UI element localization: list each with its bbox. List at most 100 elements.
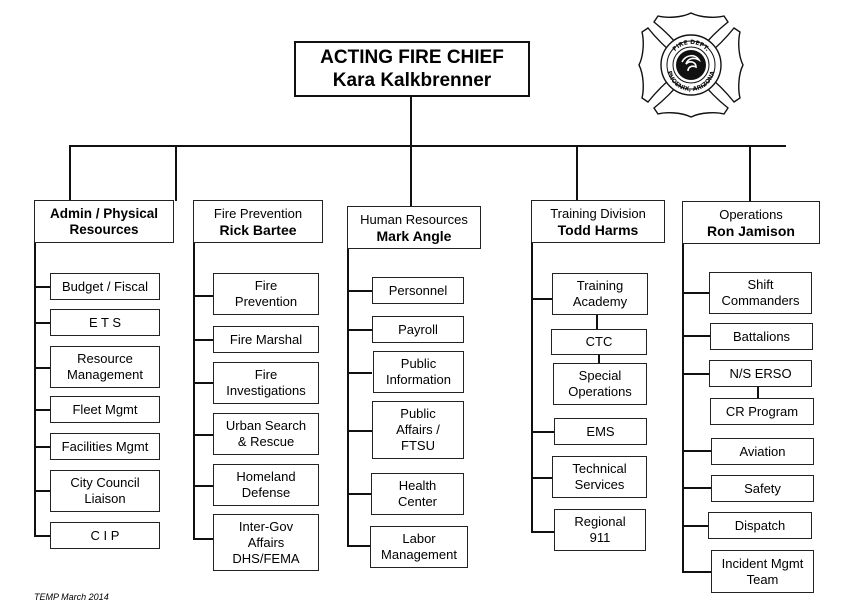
dept-connector-training [576, 145, 578, 201]
unit-inter-gov-affairs: Inter-Gov Affairs DHS/FEMA [213, 514, 319, 571]
unit-connector [193, 295, 213, 297]
unit-label: Personnel [388, 282, 448, 298]
unit-connector [682, 373, 709, 375]
unit-connector [34, 322, 50, 324]
dept-title: Human Resources [360, 211, 468, 227]
unit-connector [531, 431, 554, 433]
unit-label: Affairs / [396, 422, 440, 437]
unit-label: Management [67, 367, 143, 382]
unit-connector [347, 329, 372, 331]
unit-connector [347, 493, 372, 495]
unit-cip: C I P [50, 522, 160, 549]
unit-labor-management: Labor Management [370, 526, 468, 568]
unit-label: Aviation [739, 443, 786, 459]
dept-spine [193, 243, 195, 539]
unit-connector [682, 571, 711, 573]
unit-battalions: Battalions [710, 323, 813, 350]
unit-label: Special [578, 368, 622, 383]
dept-name: Resources [69, 221, 139, 237]
unit-label: CTC [585, 334, 613, 349]
unit-label: Fire [254, 367, 278, 382]
unit-connector [193, 485, 213, 487]
unit-label: Defense [241, 485, 291, 500]
chief-box: ACTING FIRE CHIEF Kara Kalkbrenner [294, 41, 530, 97]
dept-fire-prevention: Fire Prevention Rick Bartee [193, 200, 323, 243]
unit-fire-investigations: Fire Investigations [213, 362, 319, 404]
unit-label: Shift [747, 277, 774, 292]
unit-ns-erso: N/S ERSO [709, 360, 812, 387]
unit-connector [34, 446, 50, 448]
unit-connector [347, 372, 372, 374]
unit-label: CR Program [725, 403, 799, 419]
unit-label: Fire [254, 278, 278, 293]
unit-label: FTSU [401, 438, 435, 453]
unit-personnel: Personnel [372, 277, 464, 304]
unit-label: Safety [744, 480, 781, 496]
dept-connector-operations [749, 145, 751, 201]
chief-title: ACTING FIRE CHIEF [320, 47, 504, 68]
unit-health-center: Health Center [371, 473, 464, 515]
unit-label: Liaison [84, 491, 126, 506]
dept-name: Rick Bartee [219, 221, 297, 238]
unit-connector [682, 525, 709, 527]
sub-connector [598, 355, 600, 363]
unit-connector [682, 450, 711, 452]
unit-technical-services: Technical Services [552, 456, 647, 498]
unit-connector [347, 545, 372, 547]
unit-label: DHS/FEMA [232, 550, 300, 566]
dept-spine [682, 244, 684, 572]
unit-label: Public [400, 406, 436, 421]
unit-dispatch: Dispatch [708, 512, 812, 539]
unit-connector [531, 298, 552, 300]
dept-admin-physical-resources: Admin / Physical Resources [34, 200, 174, 243]
unit-label: Battalions [732, 328, 791, 344]
unit-label: Management [381, 547, 457, 562]
chief-connector [410, 97, 412, 207]
unit-fleet-mgmt: Fleet Mgmt [50, 396, 160, 423]
sub-connector [757, 387, 759, 399]
dept-title: Admin / Physical [49, 205, 159, 221]
unit-label: E T S [88, 314, 122, 330]
unit-connector [34, 409, 50, 411]
unit-public-information: Public Information [373, 351, 464, 393]
unit-label: Affairs [247, 534, 285, 550]
unit-label: Operations [568, 384, 632, 399]
unit-label: Technical [572, 461, 627, 476]
unit-ets: E T S [50, 309, 160, 336]
unit-label: N/S ERSO [729, 365, 792, 381]
chief-name: Kara Kalkbrenner [332, 70, 492, 91]
main-horizontal-connector [69, 145, 786, 147]
unit-label: Resource [77, 351, 133, 366]
unit-connector [682, 335, 710, 337]
unit-label: Commanders [721, 293, 800, 308]
unit-public-affairs-ftsu: Public Affairs / FTSU [372, 401, 464, 459]
unit-special-operations: Special Operations [553, 363, 647, 405]
unit-connector [193, 339, 213, 341]
dept-title: Training Division [550, 205, 646, 221]
dept-training-division: Training Division Todd Harms [531, 200, 665, 243]
unit-label: Public [400, 356, 437, 371]
dept-spine [531, 243, 533, 532]
unit-connector [34, 367, 50, 369]
unit-label: Services [574, 477, 625, 492]
unit-cr-program: CR Program [710, 398, 814, 425]
unit-label: Training [576, 278, 624, 293]
unit-regional-911: Regional 911 [554, 509, 646, 551]
unit-resource-management: Resource Management [50, 346, 160, 388]
unit-label: Fire Marshal [229, 331, 303, 347]
dept-title: Operations [719, 206, 783, 222]
unit-label: Team [746, 571, 779, 587]
unit-connector [347, 290, 372, 292]
unit-facilities-mgmt: Facilities Mgmt [50, 433, 160, 460]
unit-city-council-liaison: City Council Liaison [50, 470, 160, 512]
dept-spine [34, 243, 36, 536]
unit-urban-search-rescue: Urban Search & Rescue [213, 413, 319, 455]
unit-connector [682, 487, 711, 489]
unit-label: Investigations [226, 383, 306, 398]
unit-homeland-defense: Homeland Defense [213, 464, 319, 506]
unit-label: City Council [70, 475, 140, 490]
unit-fire-marshal: Fire Marshal [213, 326, 319, 353]
unit-budget-fiscal: Budget / Fiscal [50, 273, 160, 300]
unit-connector [531, 477, 552, 479]
unit-safety: Safety [711, 475, 814, 502]
